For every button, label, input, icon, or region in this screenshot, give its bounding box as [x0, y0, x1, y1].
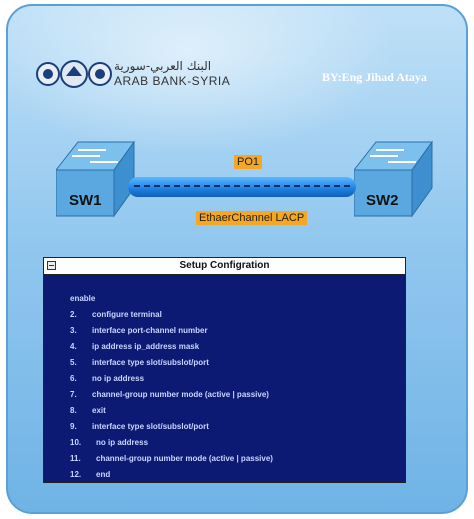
config-line-command: enable [70, 293, 96, 303]
switch-sw1-icon [56, 140, 135, 218]
author-credit: BY:Eng Jihad Ataya [322, 70, 427, 84]
config-line: 2. configure terminal [70, 306, 273, 322]
link-dashes [134, 185, 350, 187]
config-line-number: 10. [70, 437, 82, 447]
config-line-command: no ip address [96, 437, 149, 447]
config-line: 4. ip address ip_address mask [70, 338, 273, 354]
config-line: 11. channel-group number mode (active | p… [70, 450, 273, 466]
config-line-number: 9. [70, 421, 77, 431]
bank-logo [36, 60, 112, 88]
config-line-command: configure terminal [92, 309, 162, 319]
config-line: 5. interface type slot/subslot/port [70, 354, 273, 370]
config-line-number: 2. [70, 309, 77, 319]
config-line-command: end [96, 469, 111, 479]
config-line-command: channel-group number mode (active | pass… [92, 389, 269, 399]
config-line: 12. end [70, 466, 273, 482]
config-line: 7. channel-group number mode (active | pa… [70, 386, 273, 402]
config-line-command: no ip address [92, 373, 145, 383]
config-line: 6. no ip address [70, 370, 273, 386]
brand-arabic: البنك العربي-سورية [114, 59, 212, 73]
config-line-command: channel-group number mode (active | pass… [96, 453, 273, 463]
config-line-command: ip address ip_address mask [92, 341, 200, 351]
link-protocol-label: EthaerChannel LACP [196, 211, 308, 225]
config-line-number: 4. [70, 341, 77, 351]
config-line-number: 8. [70, 405, 77, 415]
config-line-number: 12. [70, 469, 82, 479]
config-line-number: 5. [70, 357, 77, 367]
setup-config-window: Setup Configration enable 2. configure ter… [43, 257, 406, 483]
config-line-number: 11. [70, 453, 81, 463]
port-channel-label: PO1 [234, 155, 263, 169]
etherchannel-link [128, 177, 356, 197]
config-line: 3. interface port-channel number [70, 322, 273, 338]
config-line-command: interface type slot/subslot/port [92, 357, 209, 367]
config-line-command: interface type slot/subslot/port [92, 421, 209, 431]
brand-english: ARAB BANK-SYRIA [114, 74, 231, 88]
config-command-list: enable 2. configure terminal 3. interface po… [70, 290, 273, 482]
config-line: enable [70, 290, 273, 306]
config-line-number: 7. [70, 389, 77, 399]
minimize-icon[interactable] [47, 261, 56, 270]
switch-sw2-icon [354, 140, 433, 218]
config-line: 9. interface type slot/subslot/port [70, 418, 273, 434]
setup-title: Setup Configration [179, 260, 270, 271]
switch-sw1-label: SW1 [69, 192, 102, 209]
config-line-number: 3. [70, 325, 77, 335]
config-line: 8. exit [70, 402, 273, 418]
config-line-number: 6. [70, 373, 77, 383]
setup-title-bar: Setup Configration [44, 258, 405, 275]
config-line-command: exit [92, 405, 106, 415]
switch-sw2-label: SW2 [366, 192, 399, 209]
config-line: 10. no ip address [70, 434, 273, 450]
config-line-command: interface port-channel number [92, 325, 208, 335]
